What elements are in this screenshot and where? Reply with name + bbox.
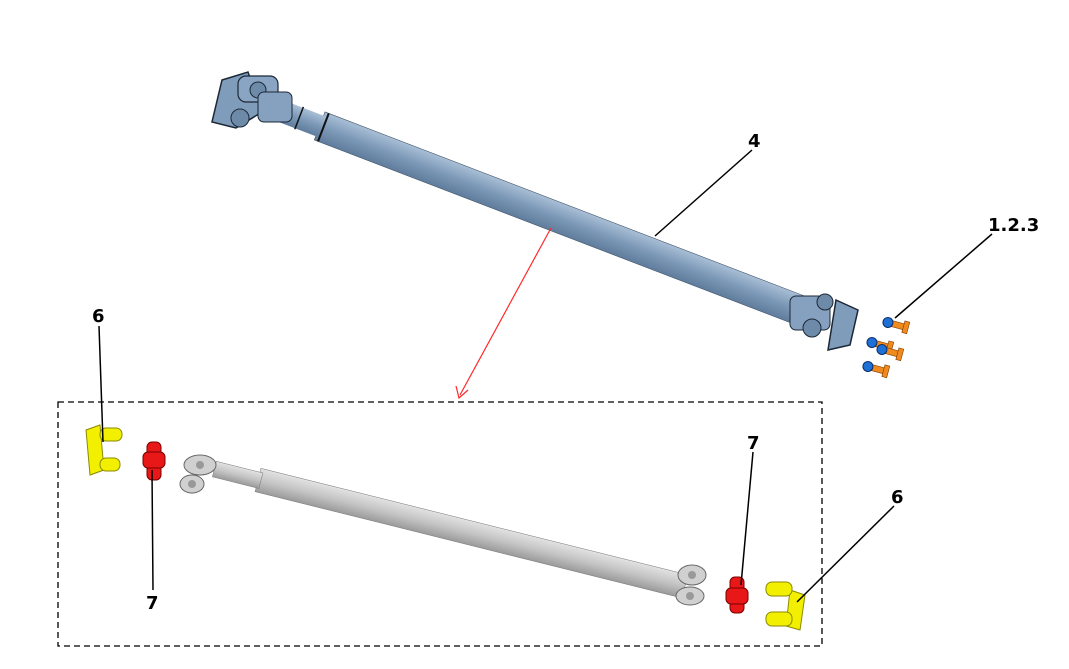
universal-joint-rear	[789, 293, 859, 351]
flange-yoke-right	[765, 581, 806, 631]
cross-kit-left	[142, 441, 166, 481]
leader-line-1-2-3	[894, 233, 993, 319]
tube-yoke-front	[179, 454, 217, 494]
detail-arrow	[455, 227, 552, 400]
universal-joint-front	[211, 71, 293, 129]
leader-line-7-left	[151, 469, 154, 591]
leader-line-4	[654, 149, 753, 237]
bolt-set	[862, 317, 911, 379]
callout-6-right: 6	[891, 487, 904, 508]
leader-line-7-right	[740, 451, 754, 586]
leader-line-6-left	[98, 325, 104, 443]
callout-7-left: 7	[146, 593, 159, 614]
tube-yoke-rear	[675, 564, 707, 606]
bare-shaft-tube	[179, 454, 707, 606]
callout-6-left: 6	[92, 306, 105, 327]
leader-line-6-right	[796, 505, 895, 603]
callout-1-2-3: 1.2.3	[988, 215, 1039, 236]
flange-yoke-left	[85, 424, 123, 476]
detail-box	[57, 401, 823, 647]
propeller-shaft-assembly	[211, 71, 859, 351]
callout-7-right: 7	[747, 433, 760, 454]
callout-4: 4	[748, 131, 761, 152]
cross-kit-right	[725, 576, 749, 614]
